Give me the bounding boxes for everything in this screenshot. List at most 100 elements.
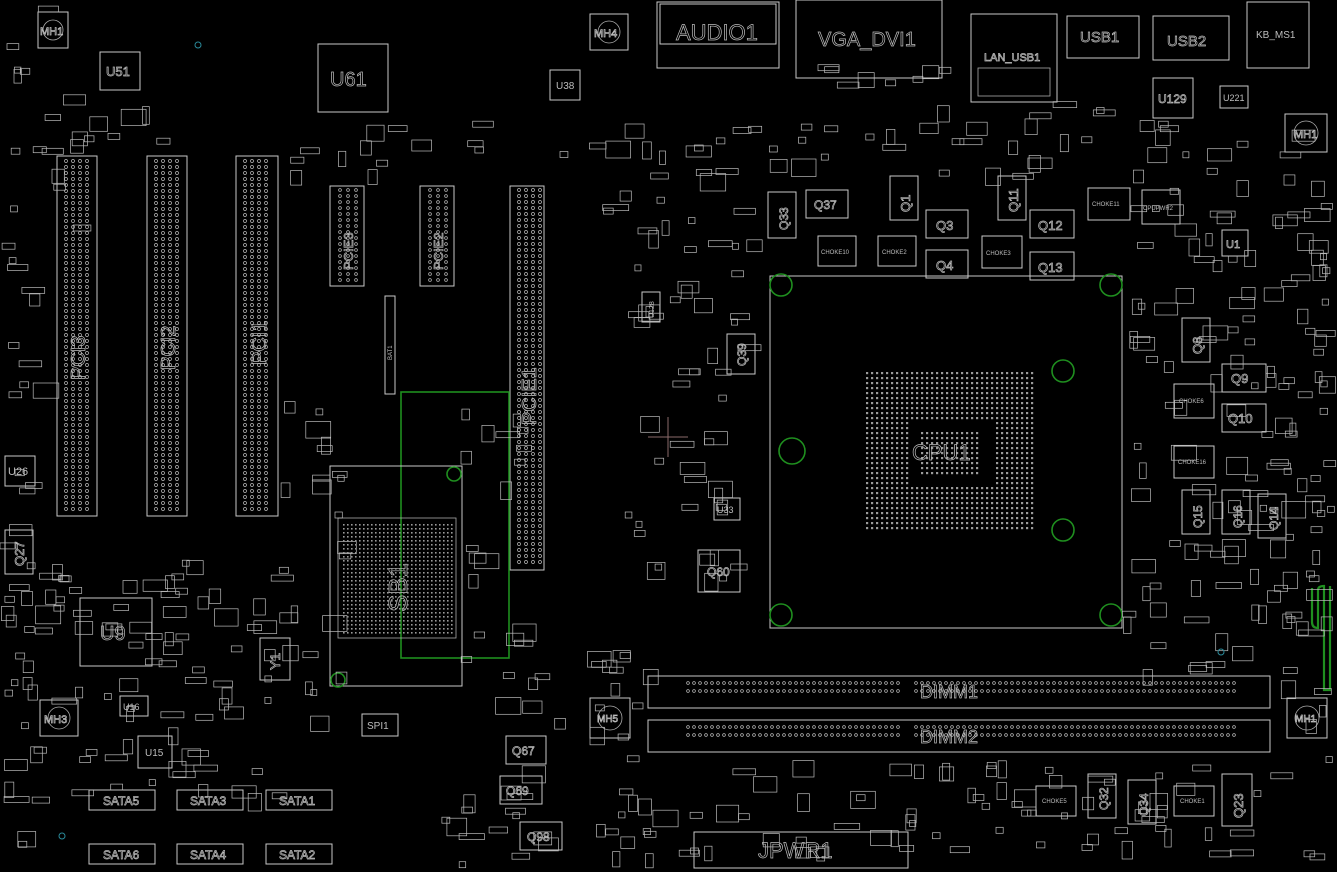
choke6-label: CHOKE6 [1179,399,1204,405]
transistor-q34: Q34 [1127,779,1157,825]
choke1: CHOKE1 [1173,785,1215,817]
choke16-label: CHOKE16 [1178,460,1207,466]
choke10: CHOKE10 [817,235,857,267]
u221-label: U221 [1223,93,1245,103]
choke16: CHOKE16 [1173,445,1215,479]
q1-label: Q1 [898,195,913,212]
q32-label: Q32 [1097,787,1111,810]
transistor-q37: Q37 [805,189,849,219]
usb1-connector: USB1 [1066,15,1140,59]
dimm2-slot: DIMM2 [647,719,1271,753]
choke2: CHOKE2 [877,235,917,267]
choke2-label: CHOKE2 [882,250,907,256]
ic-u15: U15 [137,735,173,769]
mh3-label: MH3 [44,714,67,726]
mounting-hole-mh1-right: MH1 [1284,113,1328,153]
mh-label: MH1 [40,26,63,38]
u16-label: U16 [123,702,140,712]
crystal-y1: Y1 [259,637,291,681]
q8-label: Q8 [1190,337,1205,354]
choke3-label: CHOKE3 [986,251,1011,257]
q12-label: Q12 [1038,218,1063,233]
q67-label: Q67 [512,744,535,758]
vga-label: VGA_DVI1 [818,29,916,51]
dimm2-label: DIMM2 [920,727,978,747]
dimm-pin-rows [686,681,1236,737]
audio-label: AUDIO1 [676,20,758,45]
mh4-label: MH4 [594,28,617,40]
ic-u221: U221 [1219,85,1249,109]
q34-label: Q34 [1137,793,1151,816]
cyan-vias [58,41,1225,840]
u38-label: U38 [556,81,575,92]
cpu-pin-field [866,372,1034,530]
slot-pin-rows [64,159,542,634]
q15-label: Q15 [1191,505,1205,528]
transistor-q67: Q67 [505,735,547,765]
transistor-q15: Q15 [1181,489,1211,535]
small-smd-components [0,5,1337,869]
mounting-hole-mh5: MH5 [589,697,631,739]
cpu-socket: CPU1 [769,273,1123,629]
transistor-q1: Q1 [889,175,919,221]
ic-u61: U61 [317,43,389,113]
transistor-q11: Q11 [997,175,1027,221]
choke11-label: CHOKE11 [1092,202,1120,208]
ic-u129: U129 [1152,77,1194,119]
q23-label: Q23 [1231,793,1246,818]
transistor-q33: Q33 [767,191,797,239]
pci1-label: PCI1 [249,321,271,365]
usb1-label: USB1 [1080,29,1119,46]
pcie1-label: PCIE1 [519,367,541,425]
mounting-hole-mh1-bottomright: MH1 [1286,697,1328,739]
sata4-connector: SATA4 [176,843,244,865]
transistor-q23: Q23 [1221,773,1253,827]
transistor-q12: Q12 [1029,209,1075,239]
q14-label: Q14 [1267,507,1281,530]
dimm1-slot: DIMM1 [647,675,1271,709]
q37-label: Q37 [814,198,837,212]
sata6-label: SATA6 [103,848,140,862]
cpu-power-connector: CPUPWR2 [1141,189,1181,225]
u51-label: U51 [106,64,130,79]
mounting-hole-mh1-topleft: MH1 [37,11,69,49]
q27-label: Q27 [12,541,27,566]
transistor-q27: Q27 [4,529,34,575]
usb2-connector: USB2 [1152,15,1230,61]
ic-u38: U38 [549,69,581,101]
ic-u16: U16 [119,695,149,717]
sata5-label: SATA5 [103,794,140,808]
ic-u1: U1 [1221,229,1249,257]
sata6-connector: SATA6 [88,843,156,865]
choke5-label: CHOKE5 [1042,799,1067,805]
kb-ms-connector: KB_MS1 [1246,1,1310,69]
transistor-q13: Q13 [1029,251,1075,281]
q10-label: Q10 [1228,411,1253,426]
vga-dvi-connector: VGA_DVI1 [795,0,943,79]
q4-label: Q4 [936,258,953,273]
choke11: CHOKE11 [1087,187,1131,221]
transistor-q39: Q39 [726,333,756,375]
green-trace-right [1310,584,1332,692]
lan-label: LAN_USB1 [984,52,1040,64]
sata3-connector: SATA3 [176,789,244,811]
pci3-slot: PCI3 [56,155,98,517]
battery-holder: BAT1 [384,295,396,395]
u26-label: U26 [8,466,28,478]
q98-label: Q98 [527,830,550,844]
spi-header: SPI1 [361,713,399,737]
u129-label: U129 [1158,92,1187,106]
transistor-q10: Q10 [1221,403,1267,433]
usb2-label: USB2 [1167,33,1206,50]
transistor-q98: Q98 [519,821,563,851]
sata2-label: SATA2 [279,848,316,862]
ic-u26: U26 [4,455,36,487]
origin-crosshair [648,417,688,457]
transistor-q3: Q3 [925,209,969,239]
q9-label: Q9 [1231,371,1248,386]
q13-label: Q13 [1038,260,1063,275]
q39-label: Q39 [735,343,749,366]
sata4-label: SATA4 [190,848,227,862]
